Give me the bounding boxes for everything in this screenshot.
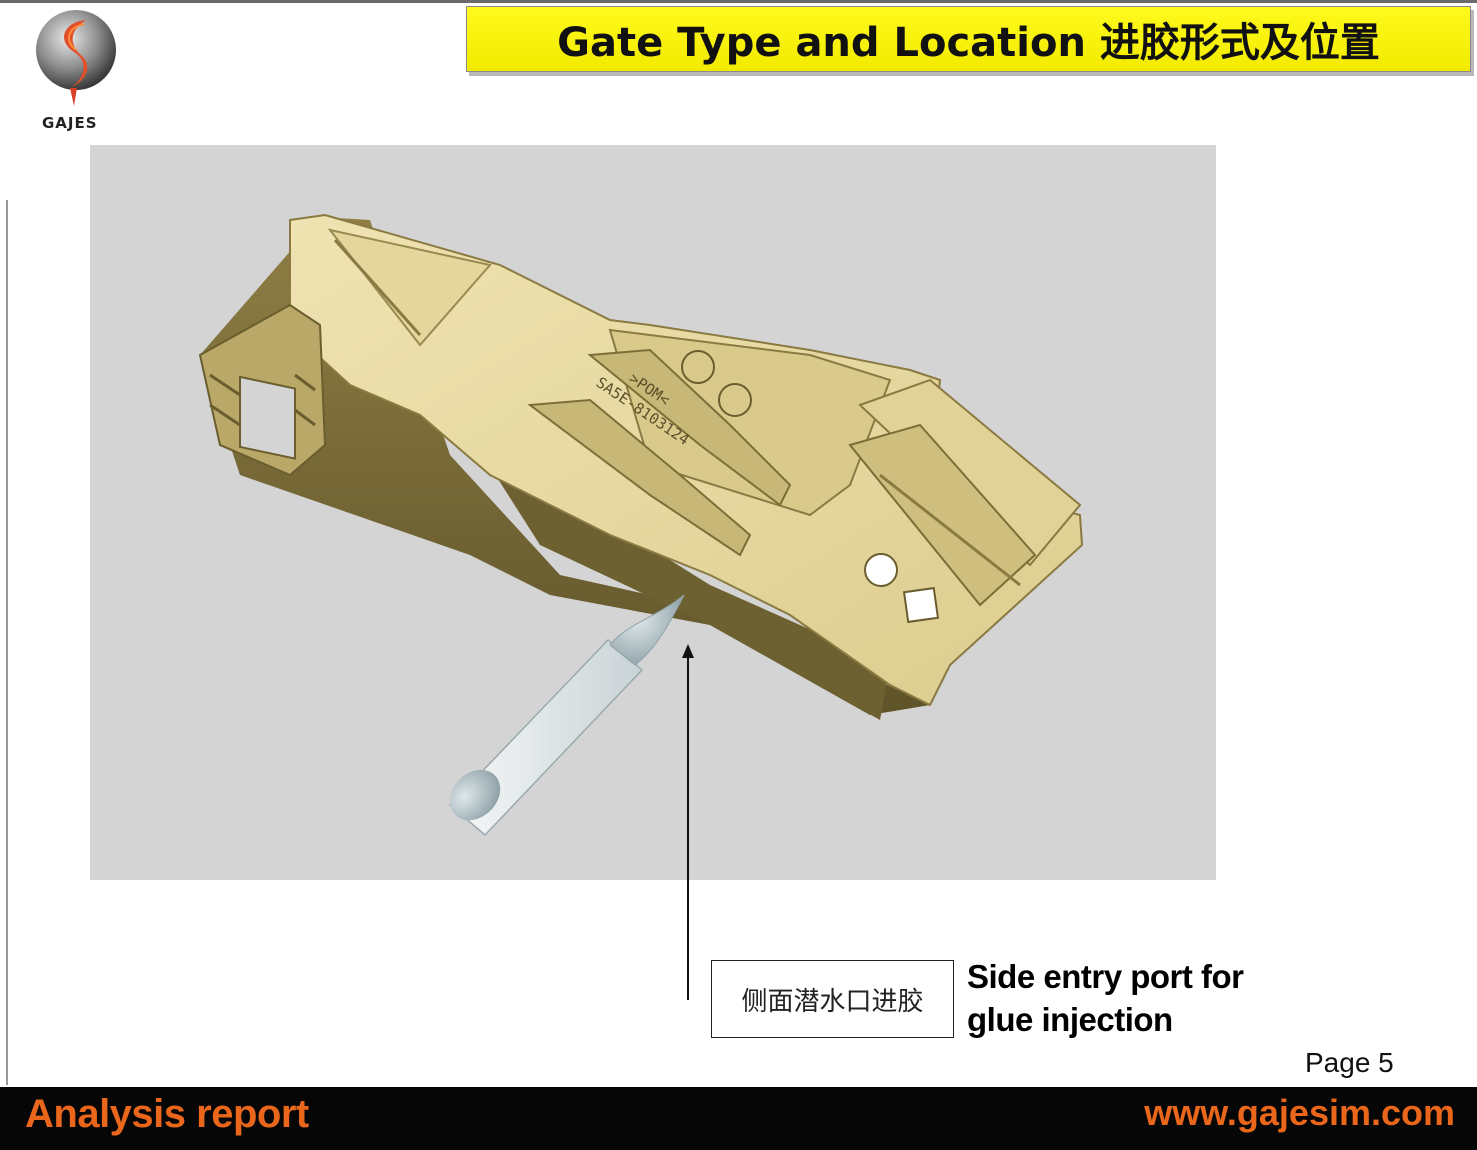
arrow-head (682, 644, 694, 658)
part-render: SA5E-8103124 >POM< (198, 213, 1084, 837)
part-round-hole (864, 553, 898, 587)
callout-arrow-line (687, 655, 689, 1000)
cad-part-figure: SA5E-8103124 >POM< (90, 145, 1216, 880)
title-banner: Gate Type and Location 进胶形式及位置 (466, 6, 1471, 72)
footer-bar (0, 1087, 1477, 1150)
callout-en-line1: Side entry port for (967, 958, 1244, 995)
page-title: Gate Type and Location 进胶形式及位置 (557, 20, 1380, 66)
recycle-mark-icon (718, 383, 752, 417)
top-border-line (0, 0, 1477, 3)
gate-nozzle-tip (609, 594, 685, 666)
page-number: Page 5 (1305, 1047, 1394, 1078)
callout-cn-box: 侧面潜水口进胶 (711, 960, 954, 1038)
footer-website-link[interactable]: www.gajesim.com (1144, 1092, 1455, 1133)
callout-en-label: Side entry port for glue injection (967, 955, 1327, 1041)
callout-en-line2: glue injection (967, 1001, 1173, 1038)
recycle-mark-icon (681, 350, 715, 384)
callout-cn-label: 侧面潜水口进胶 (741, 986, 924, 1017)
logo-text: GAJES (42, 114, 98, 132)
gajes-s-logo-icon (36, 10, 116, 106)
part-square-hole (902, 586, 940, 624)
sprue-end (449, 769, 501, 821)
footer-report-title: Analysis report (25, 1092, 309, 1136)
left-rule (6, 200, 8, 1085)
